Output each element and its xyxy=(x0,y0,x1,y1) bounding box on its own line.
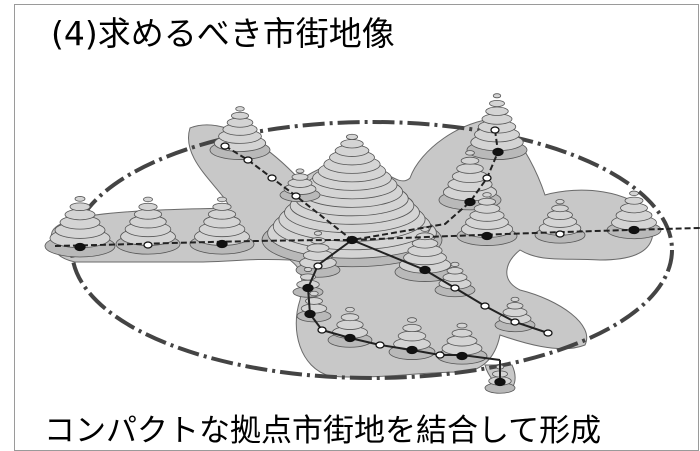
contour-hub-icon xyxy=(456,192,518,246)
minor-station-icon xyxy=(243,156,253,164)
minor-station-icon xyxy=(543,329,553,337)
minor-station-icon xyxy=(375,341,385,349)
minor-station-icon xyxy=(555,230,565,238)
major-station-icon xyxy=(216,239,228,249)
major-station-icon xyxy=(344,333,356,343)
major-station-icon xyxy=(304,309,316,319)
major-station-icon xyxy=(494,377,506,387)
urban-boundary-line xyxy=(70,120,674,380)
major-station-icon xyxy=(492,147,504,157)
minor-station-icon xyxy=(450,284,460,292)
major-station-icon xyxy=(481,231,493,241)
contour-hub-icon xyxy=(295,230,341,278)
minor-station-icon xyxy=(317,326,327,334)
contour-hub-icon xyxy=(434,261,476,298)
minor-station-icon xyxy=(291,192,301,200)
minor-station-icon xyxy=(220,142,230,150)
minor-station-icon xyxy=(435,351,445,359)
southeast-line xyxy=(351,239,549,334)
minor-station-icon xyxy=(143,241,153,249)
station-group xyxy=(74,126,640,387)
minor-station-icon xyxy=(267,174,277,182)
major-station-icon xyxy=(419,265,431,275)
slide-caption: コンパクトな拠点市街地を結合して形成 xyxy=(44,413,602,449)
major-station-icon xyxy=(346,235,358,245)
minor-station-icon xyxy=(313,262,323,270)
slide-title: (4)求めるべき市街地像 xyxy=(51,14,395,53)
minor-station-icon xyxy=(510,318,520,326)
contour-hub-icon xyxy=(261,133,443,268)
major-station-icon xyxy=(74,242,86,252)
contour-hub-icon xyxy=(279,168,321,203)
minor-station-icon xyxy=(490,126,500,134)
major-station-icon xyxy=(302,283,314,293)
major-station-icon xyxy=(456,351,468,361)
major-station-icon xyxy=(464,197,476,207)
major-station-icon xyxy=(628,225,640,235)
minor-station-icon xyxy=(480,302,490,310)
major-station-icon xyxy=(406,345,418,355)
minor-station-icon xyxy=(482,174,492,182)
